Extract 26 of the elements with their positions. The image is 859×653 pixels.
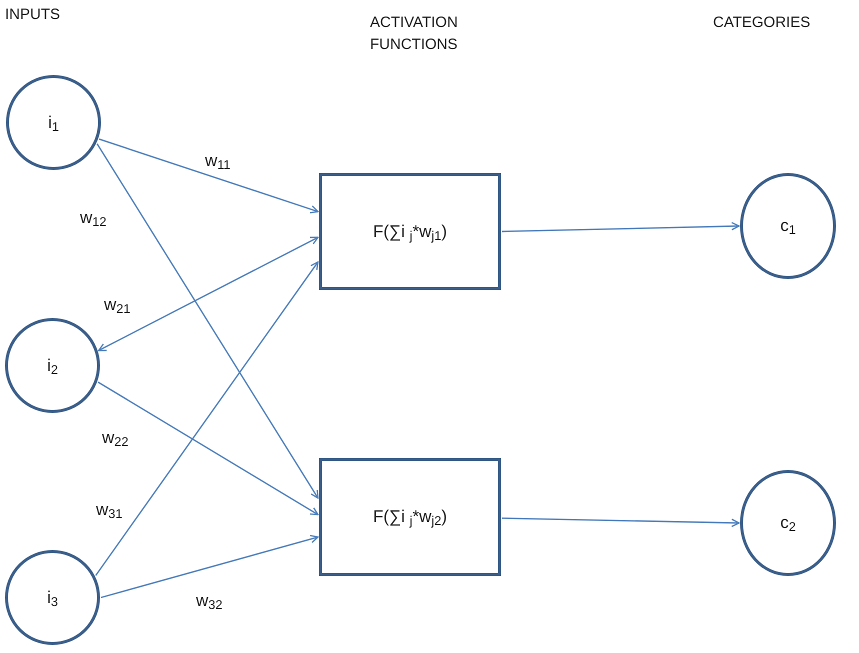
arrow bbox=[98, 382, 319, 516]
function-box bbox=[319, 458, 501, 576]
node-label: i$_{2}$ bbox=[47, 354, 58, 378]
arrow bbox=[95, 261, 319, 576]
node-label: i$_{1}$ bbox=[48, 112, 59, 136]
node-label: F(∑i $_{j}$*w$_{j2}$) bbox=[372, 506, 448, 530]
edge-label: w$_{32}$ bbox=[196, 590, 222, 614]
column-heading: CATEGORIES bbox=[713, 13, 812, 33]
edge-label: w$_{22}$ bbox=[102, 427, 128, 450]
node-label: c$_{1}$ bbox=[780, 215, 796, 239]
edge-label: w$_{11}$ bbox=[205, 150, 231, 174]
arrow bbox=[98, 236, 319, 352]
function-box bbox=[319, 173, 501, 290]
arrow bbox=[502, 222, 740, 232]
arrow bbox=[100, 534, 319, 598]
edge-label: w$_{12}$ bbox=[80, 207, 106, 230]
arrow bbox=[502, 517, 740, 528]
node-label: i$_{3}$ bbox=[47, 586, 58, 610]
edge-label: w$_{31}$ bbox=[96, 499, 122, 522]
arrow bbox=[98, 138, 319, 214]
column-heading: ACTIVATION FUNCTIONS bbox=[370, 13, 459, 55]
node-label: c$_{2}$ bbox=[780, 512, 796, 536]
arrow bbox=[96, 143, 319, 499]
column-heading: INPUTS bbox=[5, 5, 62, 25]
node-label: F(∑i $_{j}$*w$_{j1}$) bbox=[372, 220, 448, 244]
edge-label: w$_{21}$ bbox=[104, 294, 130, 318]
